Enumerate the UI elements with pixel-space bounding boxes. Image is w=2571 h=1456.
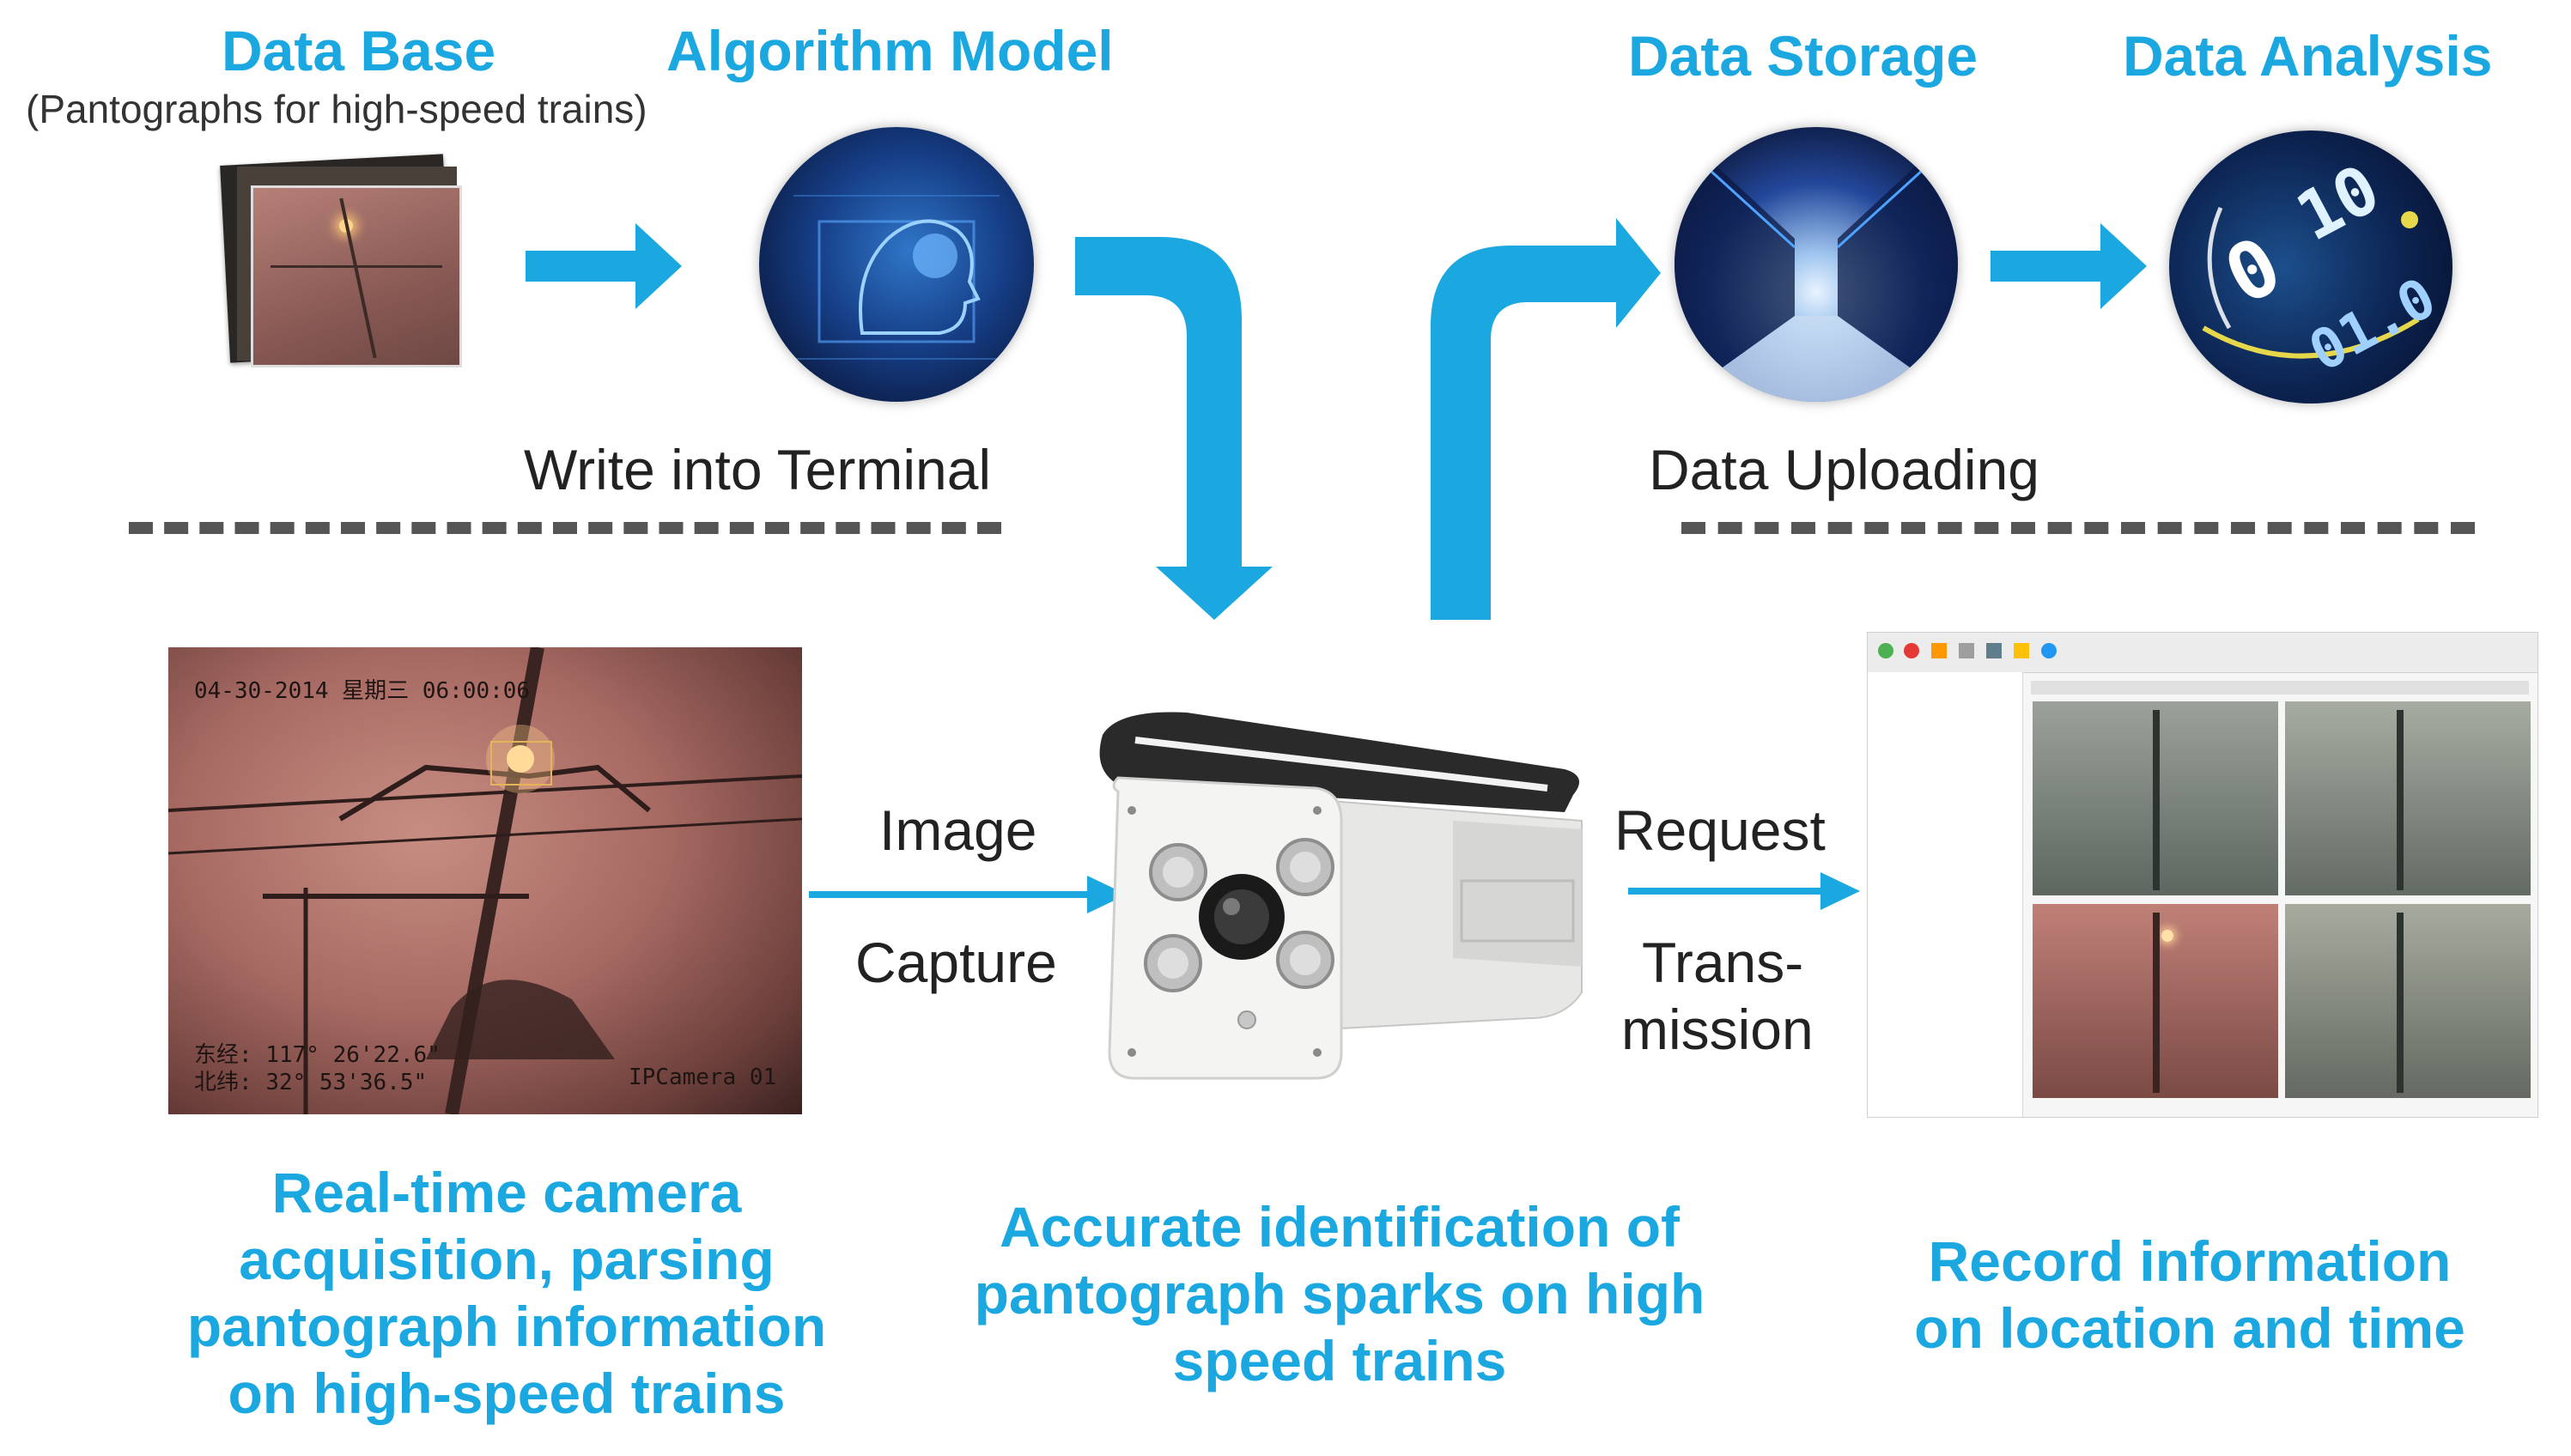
caption-left-line-1: Real-time camera (271, 1161, 742, 1224)
transmission-label-1: Trans- (1642, 931, 1804, 994)
data-analysis-icon: 10 0 01.0 (2169, 130, 2452, 403)
transmission-label-2: mission (1621, 998, 1814, 1061)
toolbar-slate-icon (1986, 643, 2002, 658)
latitude-value: 32° 53'36.5" (265, 1070, 428, 1095)
tile-pole (2153, 913, 2160, 1093)
arrow-storage-to-analysis (1991, 223, 2147, 309)
camera-latitude: 北纬: 32° 53'36.5" (194, 1065, 427, 1096)
camera-feed-frame: 04-30-2014 星期三 06:00:06 东经: 117° 26'22.6… (168, 647, 802, 1114)
caption-center-line-3: speed trains (1172, 1329, 1507, 1392)
left-divider (129, 522, 1001, 534)
caption-center: Accurate identification of pantograph sp… (927, 1193, 1752, 1394)
algorithm-model-icon (759, 127, 1034, 402)
caption-right-line-2: on location and time (1914, 1296, 2465, 1360)
tile-spark (2161, 930, 2173, 942)
toolbar-red-icon (1904, 643, 1919, 658)
analysis-title: Data Analysis (2123, 24, 2493, 88)
toolbar-blue-icon (2041, 643, 2057, 658)
caption-right: Record information on location and time (1846, 1228, 2533, 1362)
capture-label: Capture (855, 931, 1057, 994)
software-toolbar (1868, 633, 2538, 673)
latitude-label: 北纬: (194, 1070, 252, 1095)
video-tile-2 (2285, 701, 2531, 895)
caption-left-line-2: acquisition, parsing (239, 1228, 775, 1291)
data-storage-icon (1674, 127, 1958, 402)
storage-title: Data Storage (1628, 24, 1978, 88)
stack-photo-front (251, 185, 462, 367)
caption-left-line-4: on high-speed trains (228, 1362, 786, 1425)
arrow-camera-to-storage (1431, 218, 1661, 620)
server-corridor-icon (1674, 127, 1958, 402)
video-tile-4 (2285, 904, 2531, 1098)
longitude-value: 117° 26'22.6" (265, 1042, 441, 1068)
pole-line (339, 197, 377, 359)
software-tab-strip (2031, 681, 2529, 695)
right-divider (1681, 522, 2475, 534)
longitude-label: 东经: (194, 1042, 252, 1068)
caption-right-line-1: Record information (1928, 1229, 2452, 1293)
caption-center-line-2: pantograph sparks on high (974, 1262, 1705, 1326)
database-subtitle: (Pantographs for high-speed trains) (26, 87, 647, 131)
tile-pole (2397, 710, 2404, 890)
write-into-terminal-label: Write into Terminal (524, 438, 992, 501)
video-tile-3 (2033, 904, 2278, 1098)
ai-head-icon (793, 195, 1000, 360)
tile-pole (2397, 913, 2404, 1093)
toolbar-gray-icon (1959, 643, 1974, 658)
toolbar-yellow-icon (2014, 643, 2029, 658)
software-sidebar (1868, 672, 2023, 1117)
toolbar-green-icon (1878, 643, 1893, 658)
binary-digits-icon (2202, 207, 2420, 359)
video-tile-1 (2033, 701, 2278, 895)
toolbar-orange-icon (1931, 643, 1947, 658)
pantograph-scene (168, 647, 802, 1114)
image-label: Image (879, 798, 1037, 862)
arrow-algorithm-to-camera (1075, 237, 1273, 620)
caption-center-line-1: Accurate identification of (999, 1195, 1681, 1259)
data-uploading-label: Data Uploading (1649, 438, 2039, 501)
camera-longitude: 东经: 117° 26'22.6" (194, 1037, 441, 1069)
arrow-database-to-algorithm (526, 223, 682, 309)
caption-left: Real-time camera acquisition, parsing pa… (120, 1159, 893, 1427)
camera-datetime: 04-30-2014 星期三 06:00:06 (194, 678, 531, 704)
caption-left-line-3: pantograph information (186, 1295, 827, 1358)
tile-pole (2153, 710, 2160, 890)
request-label: Request (1614, 798, 1826, 862)
database-title: Data Base (222, 19, 496, 82)
monitoring-software-window (1867, 632, 2538, 1118)
database-photo-stack (220, 154, 462, 367)
security-camera-icon (1084, 709, 1590, 1087)
camera-name: IPCamera 01 (629, 1065, 777, 1090)
algorithm-title: Algorithm Model (666, 19, 1114, 82)
